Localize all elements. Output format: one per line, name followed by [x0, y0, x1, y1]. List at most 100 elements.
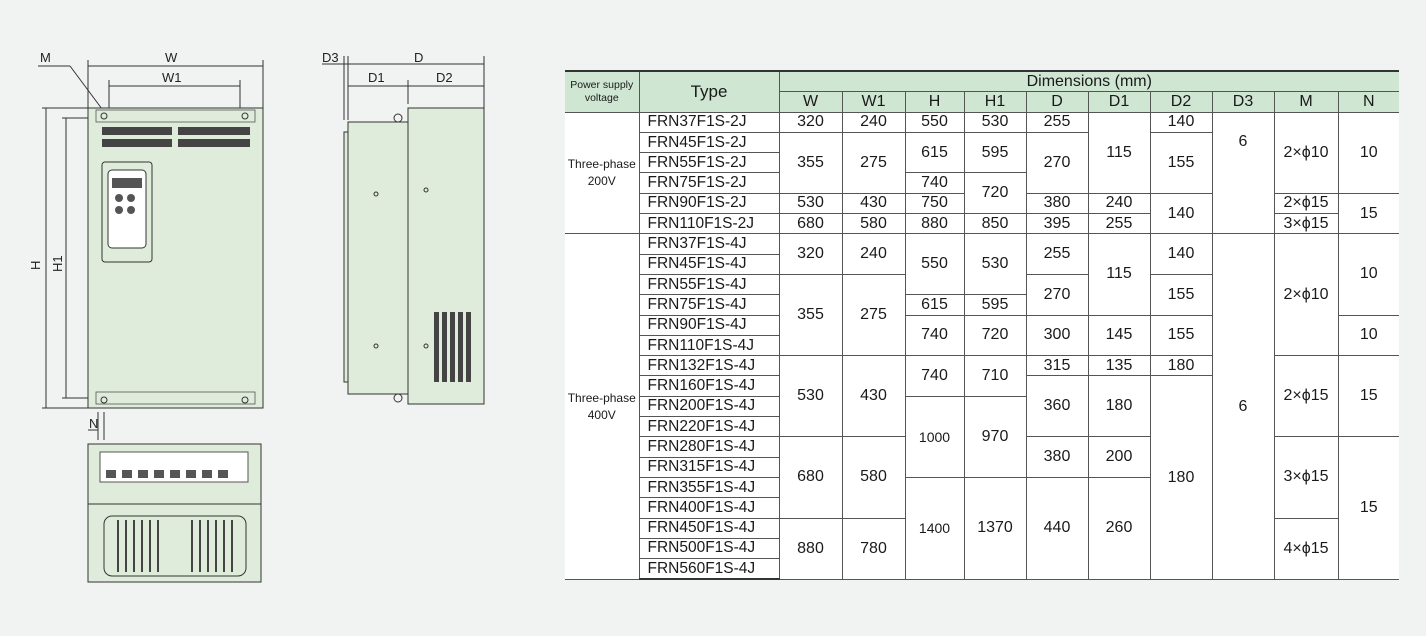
d-cell: 380 [1025, 436, 1089, 478]
n-cell: 15 [1337, 192, 1399, 235]
h1-cell: 595 [963, 294, 1027, 316]
label-d2: D2 [436, 70, 453, 85]
m-cell: 3×ϕ15 [1273, 436, 1339, 519]
h-cell: 550 [904, 111, 965, 133]
m-cell: 2×ϕ10 [1273, 233, 1339, 357]
d-cell: 440 [1025, 476, 1089, 580]
col-d: D [1025, 91, 1089, 113]
d2-cell: 180 [1149, 355, 1213, 377]
table-row: FRN45F1S-4J [565, 253, 1399, 275]
type-cell: FRN450F1S-4J [638, 517, 780, 539]
table-row: FRN450F1S-4J 880 780 4×ϕ15 [565, 517, 1399, 580]
label-m: M [40, 50, 51, 65]
w1-cell: 580 [841, 436, 906, 519]
label-h: H [28, 261, 43, 270]
type-cell: FRN200F1S-4J [638, 395, 780, 418]
group-label-line2: 200V [587, 173, 616, 188]
type-cell: FRN280F1S-4J [638, 436, 780, 458]
type-cell: FRN355F1S-4J [638, 476, 780, 499]
w-cell: 320 [778, 233, 843, 275]
w1-cell: 780 [841, 517, 906, 580]
h1-cell: 530 [963, 233, 1027, 296]
table-row: FRN315F1S-4J [565, 456, 1399, 478]
d1-cell: 115 [1087, 233, 1151, 316]
w1-cell: 275 [841, 273, 906, 357]
type-cell: FRN315F1S-4J [638, 456, 780, 478]
type-cell: FRN160F1S-4J [638, 375, 780, 397]
w1-cell: 430 [841, 192, 906, 215]
w-cell: 530 [778, 192, 843, 215]
type-cell: FRN220F1S-4J [638, 416, 780, 438]
m-cell: 2×ϕ10 [1273, 111, 1339, 194]
h-cell: 740 [904, 172, 965, 194]
d1-cell: 115 [1087, 111, 1151, 194]
col-h1: H1 [963, 91, 1027, 113]
d2-cell: 140 [1149, 192, 1213, 235]
table-row: FRN90F1S-2J 530 430 750 380 240 140 2×ϕ1… [565, 192, 1399, 235]
h-cell: 750 [904, 192, 965, 215]
w-cell: 355 [778, 273, 843, 357]
group-label-line1: Three-phase [567, 156, 636, 171]
d1-cell: 200 [1087, 436, 1151, 478]
type-cell: FRN560F1S-4J [638, 558, 780, 581]
d1-cell: 240 [1087, 192, 1151, 215]
table-row: FRN560F1S-4J [565, 558, 1399, 581]
d2-cell: 140 [1149, 111, 1213, 133]
header-type: Type [638, 69, 780, 113]
h1-cell: 710 [963, 355, 1027, 397]
table-row: FRN132F1S-4J 530 430 740 710 315 135 180… [565, 355, 1399, 438]
table-row: FRN110F1S-2J 680 580 880 850 395 255 3×ϕ… [565, 213, 1399, 235]
table-row: FRN400F1S-4J [565, 497, 1399, 519]
d3-cell: 6 [1211, 233, 1275, 580]
type-cell: FRN55F1S-2J [638, 152, 780, 174]
table-row: FRN90F1S-4J 740 720 300 145 155 10 [565, 314, 1399, 357]
m-cell: 3×ϕ15 [1273, 213, 1339, 235]
col-d3: D3 [1211, 91, 1275, 113]
m-cell: 2×ϕ15 [1273, 192, 1339, 215]
table-row: FRN355F1S-4J 1400 1370 440 260 [565, 476, 1399, 580]
col-h: H [904, 91, 965, 113]
group-200v: Three-phase 200V [565, 111, 640, 235]
table-row: FRN160F1S-4J 360 180 180 [565, 375, 1399, 580]
dimensions-table: Power supply voltage Type Dimensions (mm… [565, 69, 1399, 581]
w1-cell: 430 [841, 355, 906, 438]
w1-cell: 240 [841, 233, 906, 275]
dimension-drawings: M W W1 H H1 N D3 D D1 D2 [28, 50, 485, 583]
type-cell: FRN90F1S-4J [638, 314, 780, 336]
d-cell: 255 [1025, 233, 1089, 275]
group-label-line2: 400V [587, 407, 616, 422]
n-cell: 10 [1337, 314, 1399, 357]
type-cell: FRN37F1S-2J [638, 111, 780, 133]
header-dimensions: Dimensions (mm) [778, 70, 1399, 93]
w-cell: 530 [778, 355, 843, 438]
m-cell: 4×ϕ15 [1273, 517, 1339, 580]
group-label-line1: Three-phase [567, 390, 636, 405]
table-row: FRN55F1S-4J 355 275 270 155 [565, 273, 1399, 357]
type-cell: FRN55F1S-4J [638, 273, 780, 296]
type-cell: FRN90F1S-2J [638, 192, 780, 215]
w1-cell: 580 [841, 213, 906, 235]
h1-cell: 530 [963, 111, 1027, 133]
h-cell: 880 [904, 213, 965, 235]
type-cell: FRN45F1S-2J [638, 131, 780, 154]
type-cell: FRN75F1S-4J [638, 294, 780, 316]
w-cell: 320 [778, 111, 843, 133]
d2-cell: 155 [1149, 314, 1213, 357]
table-row: FRN280F1S-4J 680 580 380 200 3×ϕ15 15 [565, 436, 1399, 580]
label-h1: H1 [50, 255, 65, 272]
h-cell: 615 [904, 131, 965, 174]
d1-cell: 180 [1087, 375, 1151, 438]
d2-cell: 180 [1149, 375, 1213, 580]
col-d1: D1 [1087, 91, 1151, 113]
d1-cell: 255 [1087, 213, 1151, 235]
d2-cell: 140 [1149, 233, 1213, 275]
table-row: FRN500F1S-4J [565, 537, 1399, 560]
h-cell: 550 [904, 233, 965, 296]
header-power-supply: Power supply voltage [565, 69, 640, 113]
type-cell: FRN500F1S-4J [638, 537, 780, 560]
label-w1: W1 [162, 70, 182, 85]
w-cell: 355 [778, 131, 843, 194]
type-cell: FRN110F1S-4J [638, 334, 780, 357]
d-cell: 315 [1025, 355, 1089, 377]
d1-cell: 145 [1087, 314, 1151, 357]
